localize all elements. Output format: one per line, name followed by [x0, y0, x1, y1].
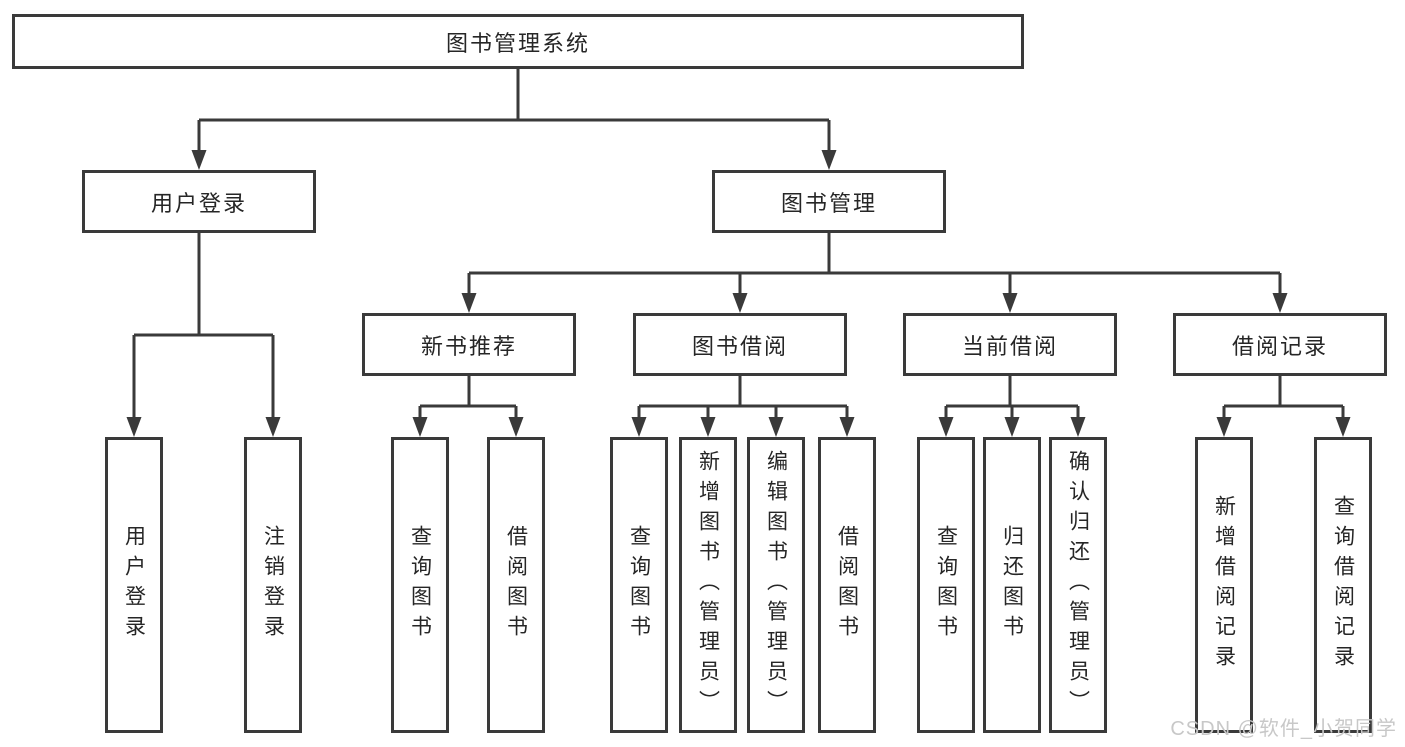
arrowhead: [265, 417, 281, 437]
arrowhead: [732, 293, 748, 313]
node-borrow-records: 借阅记录: [1173, 313, 1387, 376]
leaf-user-login: 用户登录: [105, 437, 163, 733]
connector-current-borrow-to-leaves: [938, 376, 1086, 437]
arrowhead: [768, 417, 784, 437]
node-root-library-system: 图书管理系统: [12, 14, 1024, 69]
arrowhead: [1070, 417, 1086, 437]
connector-book-management-to-modules: [461, 233, 1288, 313]
arrowhead: [631, 417, 647, 437]
arrowhead: [412, 417, 428, 437]
arrowhead: [700, 417, 716, 437]
leaf-logout: 注销登录: [244, 437, 302, 733]
leaf-query-borrow-record: 查询借阅记录: [1314, 437, 1372, 733]
arrowhead: [1004, 417, 1020, 437]
arrowhead: [1002, 293, 1018, 313]
node-current-borrow: 当前借阅: [903, 313, 1117, 376]
arrowhead: [1216, 417, 1232, 437]
arrowhead: [1335, 417, 1351, 437]
arrowhead: [938, 417, 954, 437]
csdn-watermark: CSDN @软件_小贺同学: [1170, 718, 1397, 740]
node-user-login: 用户登录: [82, 170, 316, 233]
leaf-confirm-return-admin: 确认归还（管理员）: [1049, 437, 1107, 733]
leaf-add-borrow-record: 新增借阅记录: [1195, 437, 1253, 733]
leaf-edit-books-admin: 编辑图书（管理员）: [747, 437, 805, 733]
arrowhead: [191, 150, 207, 170]
node-new-book-recommend: 新书推荐: [362, 313, 576, 376]
connector-root-to-branches: [191, 69, 837, 170]
leaf-query-books-current: 查询图书: [917, 437, 975, 733]
leaf-borrow-books-recommend: 借阅图书: [487, 437, 545, 733]
leaf-query-books-borrow: 查询图书: [610, 437, 668, 733]
arrowhead: [839, 417, 855, 437]
node-book-borrow: 图书借阅: [633, 313, 847, 376]
leaf-return-books: 归还图书: [983, 437, 1041, 733]
connector-borrow-records-to-leaves: [1216, 376, 1351, 437]
connector-new-book-to-leaves: [412, 376, 524, 437]
arrowhead: [461, 293, 477, 313]
node-book-management: 图书管理: [712, 170, 946, 233]
leaf-query-books-recommend: 查询图书: [391, 437, 449, 733]
connector-user-login-to-leaves: [126, 233, 281, 437]
leaf-add-books-admin: 新增图书（管理员）: [679, 437, 737, 733]
arrowhead: [1272, 293, 1288, 313]
leaf-borrow-books: 借阅图书: [818, 437, 876, 733]
arrowhead: [821, 150, 837, 170]
arrowhead: [126, 417, 142, 437]
arrowhead: [508, 417, 524, 437]
connector-book-borrow-to-leaves: [631, 376, 855, 437]
